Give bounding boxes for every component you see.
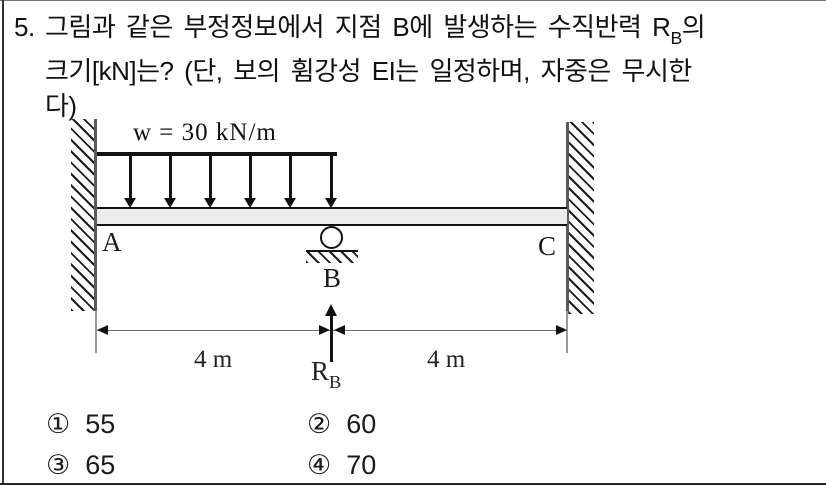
distributed-load-label: w = 30 kN/m [133,119,277,146]
dimension-label-right: 4 m [427,346,466,373]
fixed-support-wall-left-face [94,119,97,311]
fixed-support-wall-left-hatch [71,119,96,311]
answer-choice-1[interactable]: ① 55 [46,409,115,440]
choice-2-marker: ② [307,409,332,439]
answer-choice-2[interactable]: ② 60 [307,409,376,440]
reaction-arrow-up-icon [325,304,337,316]
load-arrow-icon [325,156,337,208]
roller-support-icon [320,226,343,249]
choice-1-value: 55 [85,409,116,439]
choice-4-value: 70 [346,450,377,480]
answer-choice-4[interactable]: ④ 70 [307,450,376,481]
answer-choice-3[interactable]: ③ 65 [46,450,115,481]
dimension-tick-right [566,311,568,353]
dimension-arrowhead-icon [556,325,567,335]
choice-4-marker: ④ [307,450,332,480]
fixed-support-wall-right-hatch [569,122,594,314]
distributed-load-bar [97,152,337,156]
dimension-label-left: 4 m [194,346,233,373]
question-line-3: 다) [45,91,77,122]
question-line-2: 크기[kN]는? (단, 보의 휨강성 EI는 일정하며, 자중은 무시한 [45,56,692,87]
choice-3-value: 65 [85,450,116,480]
load-arrow-icon [244,156,256,208]
choice-2-value: 60 [346,409,377,439]
dimension-arrowhead-icon [97,325,108,335]
load-arrow-icon [284,156,296,208]
load-arrow-icon [204,156,216,208]
support-b-label: B [323,263,342,293]
page-left-border [2,0,4,485]
dimension-arrowhead-icon [319,325,330,335]
question-number: 5. [14,12,35,42]
dimension-arrowhead-icon [334,325,345,335]
reaction-arrow-shaft [330,316,333,362]
beam [97,207,567,226]
support-c-label: C [538,231,557,261]
page-top-border [0,0,826,1]
question-line-1: 5. 그림과 같은 부정정보에서 지점 B에 발생하는 수직반력 RB의 [14,10,814,54]
choice-1-marker: ① [46,409,71,439]
load-arrow-icon [164,156,176,208]
page-bottom-border [0,483,826,485]
roller-support-ground-hatch [306,250,358,263]
reaction-rb-label: RB [311,356,342,393]
support-a-label: A [102,227,122,257]
choice-3-marker: ③ [46,450,71,480]
dimension-tick-left [95,311,97,353]
load-arrow-icon [124,156,136,208]
question-line-1-text: 그림과 같은 부정정보에서 지점 B에 발생하는 수직반력 RB의 [45,12,706,49]
fixed-support-wall-right-face [566,122,569,314]
question-text-block: 5. 그림과 같은 부정정보에서 지점 B에 발생하는 수직반력 RB의 크기[… [14,10,814,124]
